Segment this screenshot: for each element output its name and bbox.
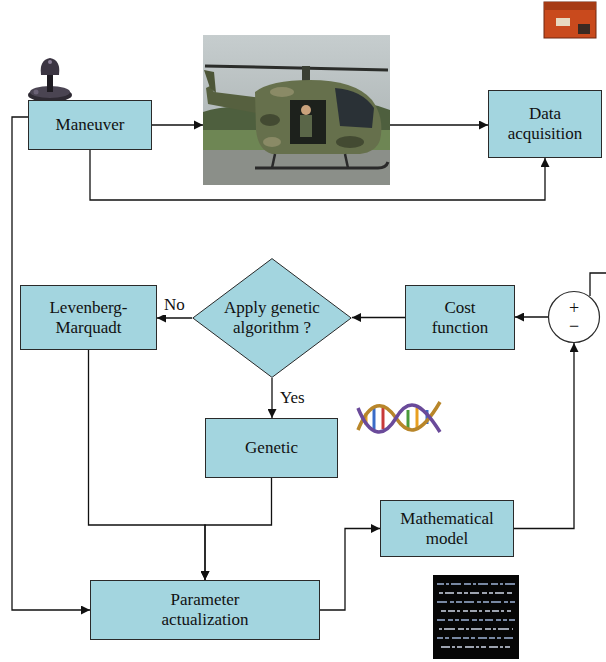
node-text: Cost function bbox=[420, 298, 500, 337]
flow-arrow bbox=[515, 316, 548, 317]
data-recorder-icon-part bbox=[544, 2, 596, 38]
dna-icon-part bbox=[358, 405, 440, 432]
edge-label: No bbox=[162, 295, 187, 315]
feedback-line bbox=[590, 273, 606, 296]
helicopter-photo bbox=[194, 35, 390, 185]
helicopter-photo-part bbox=[270, 87, 294, 97]
equations-picture-part bbox=[439, 628, 513, 630]
helicopter-photo-part bbox=[203, 150, 390, 185]
equations-picture-part bbox=[437, 619, 515, 621]
joystick-icon bbox=[28, 58, 72, 102]
flow-arrow bbox=[320, 529, 380, 611]
helicopter-photo-part bbox=[204, 70, 216, 93]
helicopter-photo-part bbox=[260, 114, 280, 126]
equations-picture-part bbox=[437, 601, 515, 603]
flow-arrow bbox=[514, 343, 574, 529]
decision-diamond: Apply genetic algorithm ? bbox=[192, 258, 352, 378]
flow-arrow bbox=[157, 317, 192, 318]
helicopter-photo-part bbox=[205, 66, 388, 70]
flow-arrow bbox=[271, 378, 272, 418]
node-text: − bbox=[569, 317, 579, 335]
summing-junction: +− bbox=[548, 291, 600, 343]
node-text: Maneuver bbox=[56, 115, 125, 135]
dna-icon-part bbox=[373, 408, 376, 430]
helicopter-photo-part bbox=[300, 115, 312, 137]
process-box: Data acquisition bbox=[488, 90, 602, 158]
dna-icon-part bbox=[382, 408, 385, 429]
helicopter-photo-part bbox=[290, 100, 326, 144]
node-text: Parameter actualization bbox=[145, 590, 265, 629]
node-text: Levenberg-Marquadt bbox=[29, 298, 148, 337]
flow-arrow bbox=[205, 478, 272, 580]
equations-picture-part bbox=[441, 646, 511, 648]
joystick-icon-part bbox=[34, 90, 39, 95]
circle-shape bbox=[549, 292, 600, 343]
equations-picture-part bbox=[441, 610, 511, 612]
node-text: Data acquisition bbox=[497, 104, 593, 143]
process-box: Levenberg-Marquadt bbox=[20, 285, 157, 350]
flow-arrow bbox=[12, 117, 90, 610]
node-text: Mathematical model bbox=[389, 509, 505, 548]
node-text: + bbox=[569, 299, 579, 317]
flow-arrow bbox=[90, 150, 545, 200]
process-box: Mathematical model bbox=[380, 500, 514, 557]
helicopter-photo-part bbox=[255, 80, 381, 154]
helicopter-photo-part bbox=[345, 154, 348, 168]
flow-arrow bbox=[89, 350, 206, 580]
data-recorder-icon-part bbox=[578, 24, 590, 34]
helicopter-photo-part bbox=[272, 154, 275, 168]
joystick-icon-part bbox=[48, 60, 52, 64]
data-recorder-icon-part bbox=[544, 2, 596, 10]
process-box: Genetic bbox=[205, 418, 338, 478]
equations-picture bbox=[433, 575, 519, 659]
data-recorder-icon bbox=[544, 2, 596, 38]
helicopter-photo-part bbox=[301, 105, 311, 115]
joystick-icon-part bbox=[41, 58, 60, 75]
process-box: Parameter actualization bbox=[90, 580, 320, 640]
helicopter-photo-part bbox=[335, 88, 374, 128]
node-text: Apply genetic algorithm ? bbox=[216, 298, 328, 337]
equations-picture-part bbox=[437, 583, 515, 585]
flow-arrow bbox=[352, 317, 405, 318]
helicopter-photo-part bbox=[263, 137, 281, 147]
dna-icon-part bbox=[416, 408, 419, 428]
helicopter-photo-part bbox=[194, 121, 203, 130]
helicopter-photo-part bbox=[336, 136, 364, 148]
diamond-shape bbox=[193, 259, 351, 378]
edge-label: Yes bbox=[278, 388, 307, 408]
process-box: Cost function bbox=[405, 285, 515, 350]
dna-icon bbox=[358, 402, 440, 432]
node-text: Genetic bbox=[245, 438, 298, 458]
helicopter-photo-part bbox=[255, 162, 388, 168]
equations-picture-part bbox=[433, 575, 519, 659]
equations-picture-part bbox=[439, 592, 513, 594]
equations-picture-part bbox=[437, 637, 515, 639]
dna-icon-part bbox=[407, 410, 410, 428]
data-recorder-icon-part bbox=[556, 18, 570, 26]
process-box: Maneuver bbox=[28, 100, 152, 150]
helicopter-photo-part bbox=[203, 35, 390, 185]
